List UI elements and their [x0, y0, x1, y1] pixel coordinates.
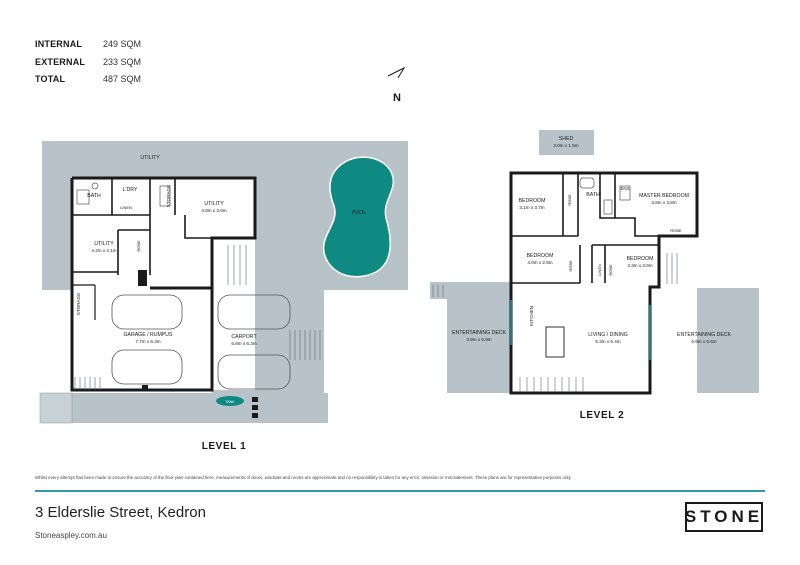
area-summary: INTERNAL 249 SQM EXTERNAL 233 SQM TOTAL … [35, 36, 141, 89]
room-storage-a: STORAGE [166, 185, 171, 207]
car-outline [111, 294, 291, 390]
room-bedroom2-dims: 4.0m x 2.8m [527, 260, 552, 265]
area-label: EXTERNAL [35, 56, 86, 67]
website-link[interactable]: Stoneaspley.com.au [35, 531, 107, 540]
room-shed: SHED [559, 136, 574, 142]
accent-divider [35, 490, 765, 492]
room-deck-right-dims: 6.9m x 6.6m [691, 339, 716, 344]
area-value: 249 SQM [103, 39, 142, 49]
room-living-dims: 5.3m x 6.4m [595, 339, 620, 344]
room-utility-top: UTILITY [140, 155, 160, 161]
floor-plan-drawing: UTILITY BATH L'DRY LINEN STORAGE UTILITY… [39, 66, 759, 452]
room-storage-b: STORAGE [76, 293, 81, 315]
room-ldry: L'DRY [123, 187, 138, 193]
room-bedroom3: BEDROOM [627, 256, 654, 262]
carport-stairs [74, 245, 321, 390]
level1-plan [39, 141, 408, 424]
level1-label: LEVEL 1 [202, 441, 247, 452]
area-label: TOTAL [35, 74, 66, 84]
room-robe: ROBE [136, 240, 141, 252]
area-row-internal: INTERNAL 249 SQM [35, 36, 141, 54]
room-master-dims: 3.8m x 3.8m [651, 200, 676, 205]
stone-logo: STONE [685, 502, 763, 532]
area-value: 487 SQM [103, 74, 142, 84]
area-label: INTERNAL [35, 39, 83, 49]
deck-left-area [447, 282, 511, 393]
room-robe2: ROBE [670, 228, 682, 233]
room-utility-b: UTILITY [204, 201, 224, 207]
room-utility-c-dims: 4.2m x 4.1m [91, 248, 116, 253]
tank-shape [216, 396, 244, 406]
room-master: MASTER BEDROOM [639, 193, 689, 199]
room-robe4: ROBE [608, 264, 613, 276]
level2-label: LEVEL 2 [580, 410, 625, 421]
disclaimer-text: Whilst every attempt has been made to en… [35, 475, 572, 480]
room-deck-right: ENTERTAINING DECK [677, 332, 732, 338]
room-deck-left: ENTERTAINING DECK [452, 330, 507, 336]
room-bath2: BATH [586, 192, 600, 198]
room-robe1: ROBE [567, 194, 572, 206]
room-utility-c: UTILITY [94, 241, 114, 247]
room-pool: POOL [352, 210, 367, 216]
property-address: 3 Elderslie Street, Kedron [35, 504, 206, 521]
room-carport: CARPORT [231, 334, 257, 340]
room-deck-left-dims: 3.9m x 6.9m [466, 337, 491, 342]
area-row-external: EXTERNAL 233 SQM [35, 54, 141, 72]
room-ens: ENS [620, 186, 629, 191]
room-shed-dims: 3.0m x 1.5m [553, 143, 578, 148]
room-garage: GARAGE / RUMPUS [123, 332, 173, 338]
north-arrow-icon [387, 66, 406, 79]
room-linen: LINEN [120, 205, 132, 210]
pool-shape [322, 156, 395, 278]
driveway-area [40, 393, 328, 423]
level2-plan [430, 130, 759, 395]
room-utility-b-dims: 4.8m x 3.6m [201, 208, 226, 213]
room-kitchen: KITCHEN [529, 306, 534, 326]
area-row-total: TOTAL 487 SQM [35, 71, 141, 89]
area-value: 233 SQM [103, 56, 142, 67]
room-tank: TANK [225, 400, 235, 404]
room-bedroom1: BEDROOM [519, 198, 546, 204]
shed-area [539, 130, 594, 155]
north-label: N [393, 92, 401, 104]
room-bath: BATH [87, 193, 101, 199]
room-living: LIVING / DINING [588, 332, 628, 338]
room-linen2: LINEN [597, 264, 602, 276]
room-robe3: ROBE [568, 260, 573, 272]
room-bedroom1-dims: 3.1m x 3.7m [519, 205, 544, 210]
room-bedroom3-dims: 3.3m x 3.0m [627, 263, 652, 268]
room-carport-dims: 6.8m x 6.3m [231, 341, 256, 346]
room-bedroom2: BEDROOM [527, 253, 554, 259]
room-garage-dims: 7.7m x 6.3m [135, 339, 160, 344]
